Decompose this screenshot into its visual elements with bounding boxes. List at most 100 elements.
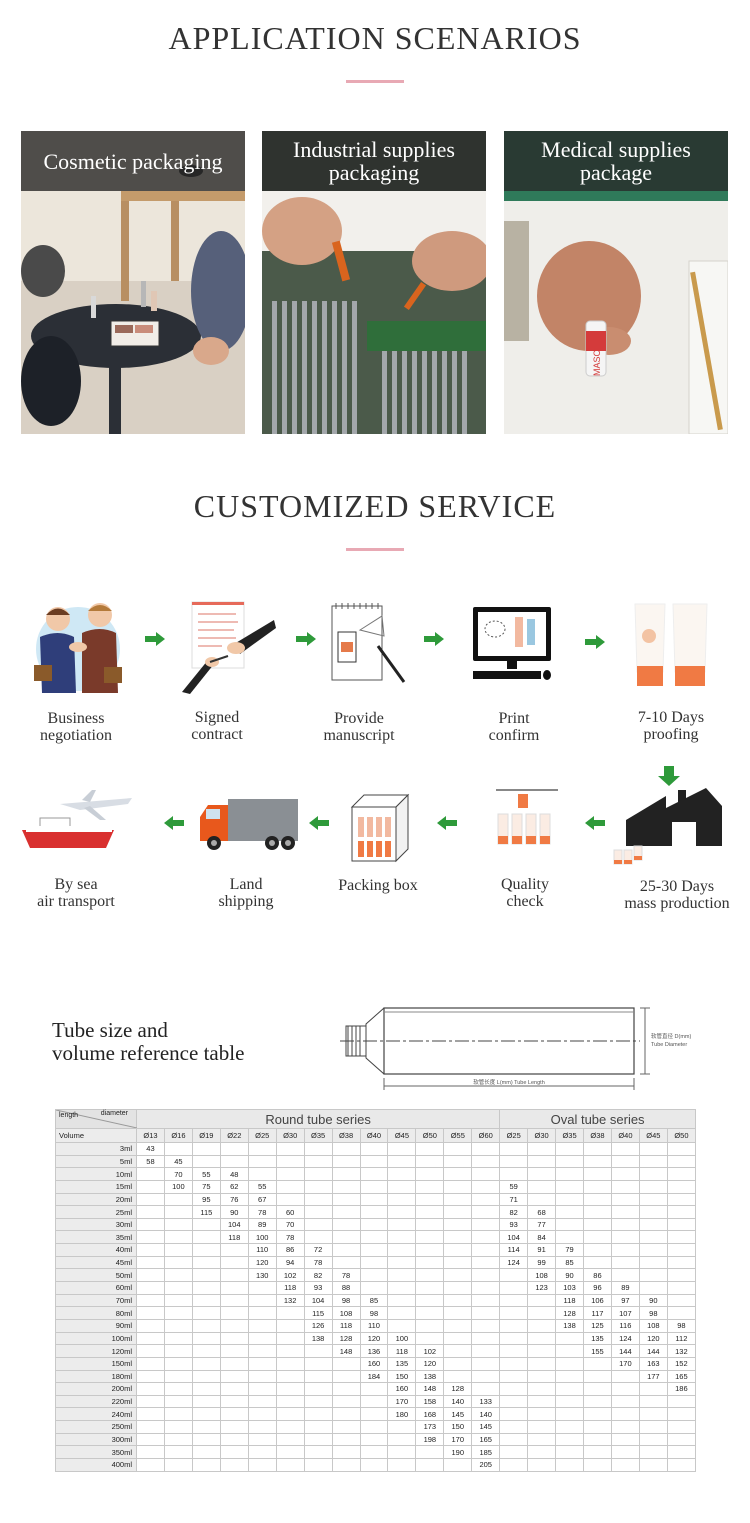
length-label: 软管长度 L(mm) Tube Length: [473, 1078, 545, 1086]
length-cell: [471, 1255, 501, 1270]
length-cell: 118: [331, 1318, 361, 1333]
length-cell: [443, 1217, 473, 1232]
length-cell: 132: [275, 1293, 305, 1308]
length-cell: 190: [443, 1445, 473, 1460]
length-cell: [331, 1179, 361, 1194]
length-cell: [583, 1217, 612, 1232]
length-cell: 59: [499, 1179, 529, 1194]
length-cell: [191, 1318, 221, 1333]
volume-header-cell: Volume: [55, 1128, 137, 1143]
length-cell: [638, 1394, 668, 1409]
length-cell: 115: [303, 1306, 333, 1320]
length-cell: [499, 1331, 529, 1346]
length-cell: [443, 1344, 473, 1358]
length-cell: 136: [359, 1344, 389, 1358]
length-cell: 138: [555, 1318, 584, 1333]
length-cell: [415, 1293, 445, 1308]
volume-cell: 25ml: [55, 1205, 137, 1219]
length-cell: [359, 1432, 389, 1447]
length-cell: [471, 1369, 501, 1384]
length-cell: [610, 1255, 640, 1270]
diameter-header-cell: Ø13: [136, 1128, 165, 1143]
length-cell: [666, 1205, 697, 1219]
length-cell: [163, 1281, 193, 1295]
length-cell: 128: [555, 1306, 584, 1320]
length-cell: [387, 1192, 417, 1207]
length-cell: [555, 1445, 584, 1460]
length-cell: [136, 1344, 165, 1358]
step-mass-production: 25-30 Days mass production: [624, 878, 730, 912]
length-cell: [638, 1142, 668, 1156]
diameter-header-cell: Ø50: [666, 1128, 697, 1143]
length-cell: 117: [583, 1306, 612, 1320]
length-cell: [331, 1217, 361, 1232]
length-cell: [527, 1318, 557, 1333]
length-cell: 120: [415, 1356, 445, 1371]
length-cell: 114: [499, 1243, 529, 1257]
length-cell: [471, 1306, 501, 1320]
length-cell: [163, 1432, 193, 1447]
length-cell: [471, 1217, 501, 1232]
length-cell: [583, 1445, 612, 1460]
arrow-left-icon: [437, 815, 457, 830]
length-cell: [610, 1432, 640, 1447]
tube-diagram: 软管直径 D(mm) Tube Diameter 软管长度 L(mm) Tube…: [340, 1002, 700, 1096]
length-cell: [303, 1205, 333, 1219]
length-cell: [136, 1407, 165, 1422]
length-cell: [219, 1394, 249, 1409]
length-cell: 71: [499, 1192, 529, 1207]
length-cell: [219, 1432, 249, 1447]
length-cell: [666, 1268, 697, 1283]
length-cell: [359, 1382, 389, 1396]
length-cell: [387, 1306, 417, 1320]
length-cell: [247, 1420, 277, 1434]
length-cell: [303, 1344, 333, 1358]
length-cell: [163, 1369, 193, 1384]
length-cell: 45: [163, 1154, 193, 1169]
length-cell: 99: [527, 1255, 557, 1270]
length-cell: [638, 1407, 668, 1422]
length-cell: [610, 1179, 640, 1194]
length-cell: 78: [331, 1268, 361, 1283]
volume-cell: 150ml: [55, 1356, 137, 1371]
length-cell: [136, 1230, 165, 1245]
length-cell: [471, 1281, 501, 1295]
length-cell: [275, 1369, 305, 1384]
length-cell: 60: [275, 1205, 305, 1219]
factory-icon: [612, 766, 724, 870]
length-cell: [136, 1420, 165, 1434]
length-cell: [638, 1192, 668, 1207]
diameter-label-en: Tube Diameter: [651, 1042, 687, 1048]
length-cell: [275, 1458, 305, 1472]
length-cell: [331, 1167, 361, 1181]
length-cell: [583, 1205, 612, 1219]
length-cell: [415, 1205, 445, 1219]
length-cell: 124: [499, 1255, 529, 1270]
length-cell: [555, 1369, 584, 1384]
length-cell: [359, 1154, 389, 1169]
length-cell: [527, 1331, 557, 1346]
arrow-left-icon: [309, 815, 329, 830]
volume-cell: 80ml: [55, 1306, 137, 1320]
length-cell: [610, 1192, 640, 1207]
diameter-header-cell: Ø45: [387, 1128, 417, 1143]
length-cell: [136, 1192, 165, 1207]
length-cell: [666, 1458, 697, 1472]
length-cell: [583, 1369, 612, 1384]
length-cell: [163, 1230, 193, 1245]
length-cell: 98: [359, 1306, 389, 1320]
length-cell: [191, 1420, 221, 1434]
length-cell: [359, 1445, 389, 1460]
length-cell: [331, 1192, 361, 1207]
diameter-header-cell: Ø60: [471, 1128, 501, 1143]
length-cell: 128: [331, 1331, 361, 1346]
length-cell: [163, 1318, 193, 1333]
length-cell: 144: [638, 1344, 668, 1358]
length-cell: [359, 1192, 389, 1207]
length-cell: 108: [527, 1268, 557, 1283]
